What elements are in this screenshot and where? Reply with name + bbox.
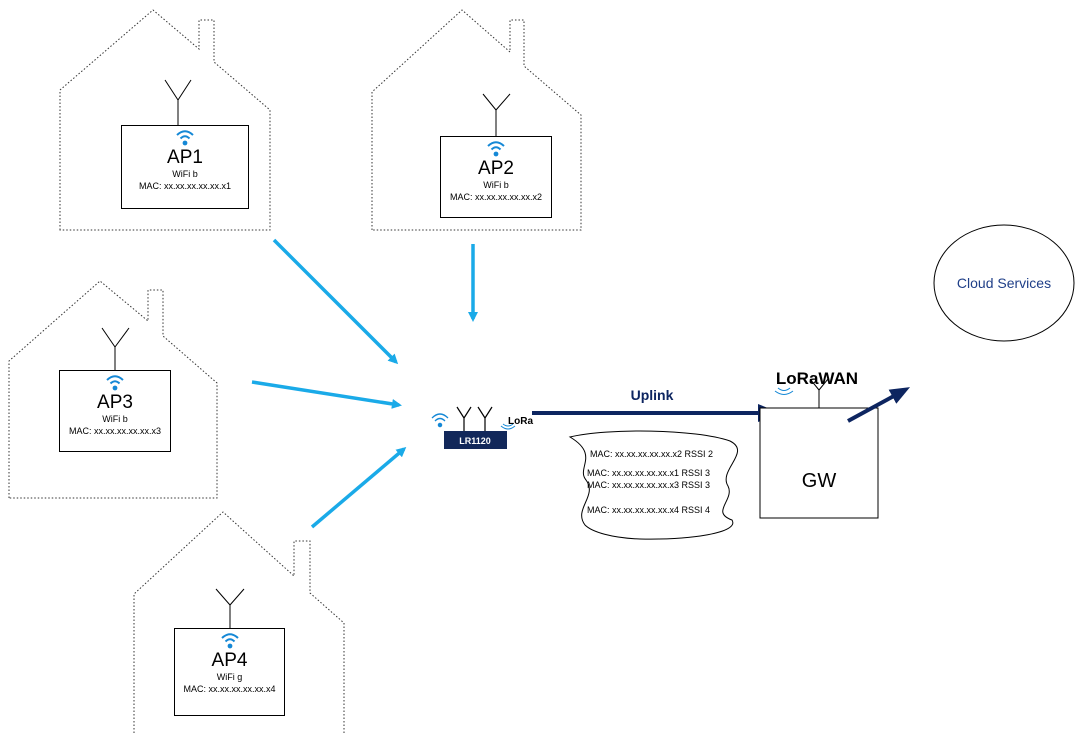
access-point-ap4: AP4 WiFi g MAC: xx.xx.xx.xx.xx.x4 xyxy=(174,628,285,716)
ap-name: AP1 xyxy=(167,147,203,168)
house-ap1 xyxy=(59,9,271,231)
cloud-services-label: Cloud Services xyxy=(957,275,1051,291)
wifi-icon xyxy=(106,375,124,391)
ap-mac: MAC: xx.xx.xx.xx.xx.x3 xyxy=(68,426,161,436)
lr1120-device: LR1120 LoRa xyxy=(431,406,533,449)
wifi-icon xyxy=(431,413,449,428)
lr1120-label: LR1120 xyxy=(459,436,491,446)
arrow-ap4-to-device xyxy=(310,447,407,529)
cloud-arrow xyxy=(847,387,911,423)
gateway: LoRaWAN GW xyxy=(759,369,879,519)
scan-result-line: MAC: xx.xx.xx.xx.xx.x3 RSSI 3 xyxy=(587,480,710,490)
lr1120-chip xyxy=(444,431,507,449)
ap-mac: MAC: xx.xx.xx.xx.xx.x2 xyxy=(449,192,542,202)
antenna-icon xyxy=(482,93,511,136)
arrow-ap1-to-device xyxy=(272,238,399,365)
scan-result-line: MAC: xx.xx.xx.xx.xx.x1 RSSI 3 xyxy=(587,468,710,478)
scan-result-line: MAC: xx.xx.xx.xx.xx.x4 RSSI 4 xyxy=(587,505,710,515)
antenna-icon xyxy=(477,406,493,431)
house-ap4 xyxy=(133,511,345,733)
cloud-services xyxy=(933,224,1075,342)
ap-mac: MAC: xx.xx.xx.xx.xx.x1 xyxy=(138,181,231,191)
ap-name: AP2 xyxy=(478,158,514,179)
lora-icon xyxy=(774,387,794,395)
ap-band: WiFi b xyxy=(483,180,509,190)
access-point-ap3: AP3 WiFi b MAC: xx.xx.xx.xx.xx.x3 xyxy=(59,370,171,452)
ap-band: WiFi b xyxy=(102,414,128,424)
arrow-ap3-to-device xyxy=(251,380,402,409)
access-point-ap1: AP1 WiFi b MAC: xx.xx.xx.xx.xx.x1 xyxy=(121,125,249,209)
antenna-icon xyxy=(215,588,245,628)
gw-label: GW xyxy=(802,470,837,492)
antenna-icon xyxy=(456,406,472,431)
antenna-icon xyxy=(809,378,829,408)
antenna-icon xyxy=(164,79,192,125)
ap-name: AP4 xyxy=(211,650,248,671)
access-point-ap2: AP2 WiFi b MAC: xx.xx.xx.xx.xx.x2 xyxy=(440,136,552,218)
wifi-icon xyxy=(220,633,239,649)
lora-label: LoRa xyxy=(508,416,533,427)
lorawan-label: LoRaWAN xyxy=(776,369,858,388)
wifi-icon xyxy=(176,130,194,146)
uplink-label: Uplink xyxy=(631,387,674,403)
ap-band: WiFi b xyxy=(172,169,198,179)
antenna-icon xyxy=(101,327,130,370)
scan-result-line: MAC: xx.xx.xx.xx.xx.x2 RSSI 2 xyxy=(590,449,713,459)
wifi-icon xyxy=(487,141,505,157)
scan-results-scroll xyxy=(568,430,738,540)
lora-icon xyxy=(500,423,516,430)
ap-mac: MAC: xx.xx.xx.xx.xx.x4 xyxy=(183,684,276,694)
ap-name: AP3 xyxy=(97,392,133,413)
gw-box xyxy=(759,407,879,519)
ap-band: WiFi g xyxy=(216,672,243,682)
